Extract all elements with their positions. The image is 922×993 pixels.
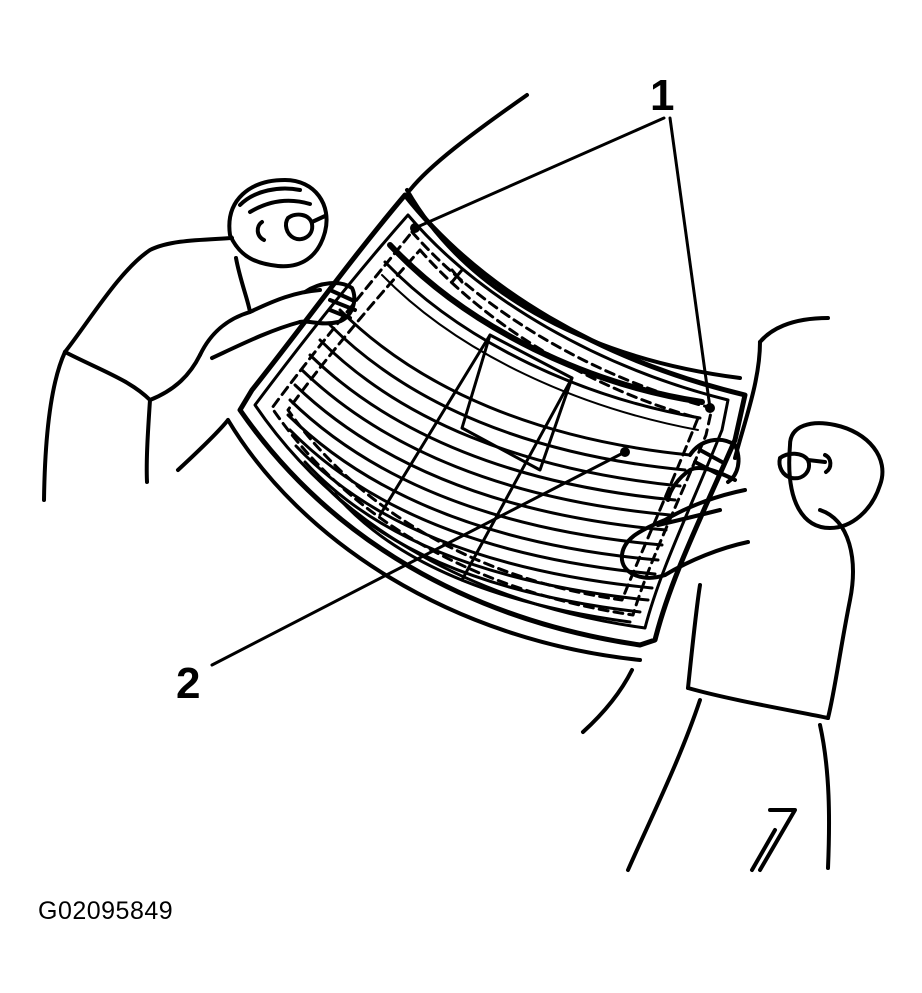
leader-1b [668,116,712,410]
right-technician [619,421,885,872]
leader-2 [210,450,627,667]
glass-grid-lines [286,308,692,624]
leader-1a [413,116,666,230]
figure-id: G02095849 [38,897,174,925]
windshield-glass [237,192,748,648]
callout-dots [410,223,715,457]
callout-number-2: 2 [176,659,200,708]
callout-leaders [210,116,712,667]
callout-number-1: 1 [650,71,674,120]
left-technician [42,178,357,502]
glass-label-area [460,333,574,472]
